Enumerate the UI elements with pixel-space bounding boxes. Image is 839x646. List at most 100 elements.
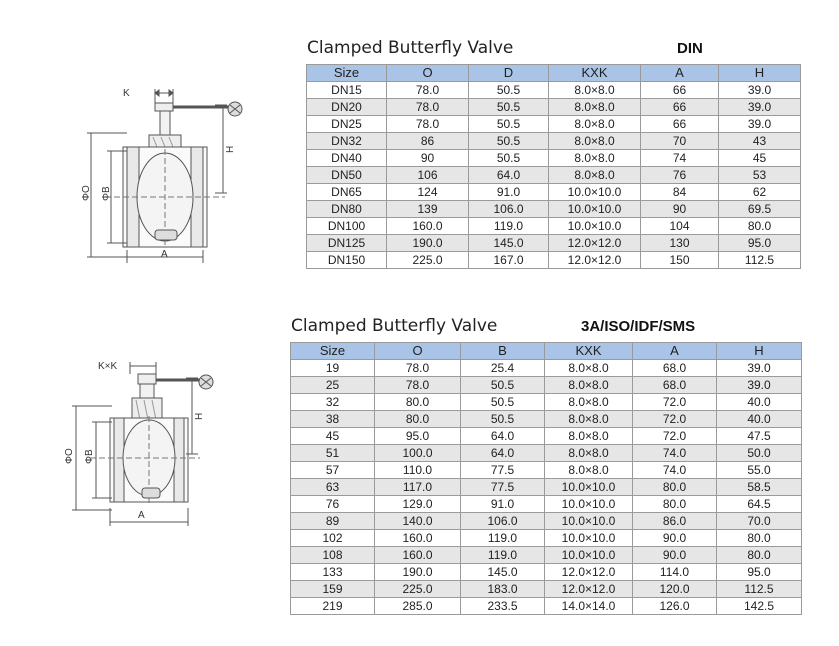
table-cell: 8.0×8.0 (548, 166, 641, 184)
table-cell: 80.0 (718, 217, 801, 235)
din-dim-phi-b-label: ΦB (101, 186, 112, 201)
table-cell: 70 (640, 132, 719, 150)
table-cell: 108 (290, 546, 375, 564)
table-cell: 50.0 (716, 444, 802, 462)
table-cell: 10.0×10.0 (544, 512, 633, 530)
table-cell: 8.0×8.0 (544, 427, 633, 445)
table-cell: 72.0 (632, 427, 717, 445)
table-cell: 225.0 (386, 251, 469, 269)
sms-valve-drawing: K×K ΦO ΦB H A (64, 361, 214, 526)
table-cell: 142.5 (716, 597, 802, 615)
table-cell: 64.0 (460, 444, 545, 462)
din-valve-drawing: K ΦO ΦB H A (81, 88, 243, 263)
column-header: O (386, 64, 469, 82)
table-cell: 58.5 (716, 478, 802, 496)
sms-dim-a-label: A (138, 510, 145, 521)
table-cell: 57 (290, 461, 375, 479)
column-header: O (374, 342, 461, 360)
sms-title: Clamped Butterfly Valve (291, 316, 498, 336)
table-cell: 64.0 (468, 166, 549, 184)
table-cell: 145.0 (460, 563, 545, 581)
column-header: H (718, 64, 801, 82)
table-cell: 12.0×12.0 (548, 251, 641, 269)
table-cell: 50.5 (468, 98, 549, 116)
table-cell: 80.0 (374, 393, 461, 411)
table-cell: 8.0×8.0 (548, 132, 641, 150)
table-cell: 10.0×10.0 (544, 495, 633, 513)
table-cell: 66 (640, 115, 719, 133)
table-cell: 74.0 (632, 444, 717, 462)
column-header: B (460, 342, 545, 360)
table-cell: 90.0 (632, 546, 717, 564)
table-cell: 78.0 (386, 98, 469, 116)
table-cell: 90 (386, 149, 469, 167)
table-cell: 86.0 (632, 512, 717, 530)
table-cell: 140.0 (374, 512, 461, 530)
table-cell: 55.0 (716, 461, 802, 479)
sms-dim-kxk-label: K×K (98, 361, 118, 372)
table-cell: 10.0×10.0 (544, 478, 633, 496)
table-cell: 74.0 (632, 461, 717, 479)
column-header: H (716, 342, 802, 360)
table-cell: 39.0 (718, 98, 801, 116)
table-cell: 190.0 (374, 563, 461, 581)
table-cell: 80.0 (716, 529, 802, 547)
table-cell: 76 (290, 495, 375, 513)
table-cell: 8.0×8.0 (548, 115, 641, 133)
table-cell: 102 (290, 529, 375, 547)
table-cell: 50.5 (468, 115, 549, 133)
table-cell: 8.0×8.0 (544, 393, 633, 411)
table-cell: 8.0×8.0 (544, 444, 633, 462)
table-cell: 133 (290, 563, 375, 581)
table-cell: 51 (290, 444, 375, 462)
table-cell: 12.0×12.0 (544, 563, 633, 581)
table-cell: 114.0 (632, 563, 717, 581)
column-header: KXK (548, 64, 641, 82)
sms-dim-phi-b-label: ΦB (84, 449, 95, 464)
table-cell: 45 (290, 427, 375, 445)
table-cell: 145.0 (468, 234, 549, 252)
table-cell: 167.0 (468, 251, 549, 269)
table-cell: DN65 (306, 183, 387, 201)
table-cell: 126.0 (632, 597, 717, 615)
table-cell: 66 (640, 98, 719, 116)
table-cell: 25.4 (460, 359, 545, 377)
table-cell: 78.0 (374, 376, 461, 394)
table-cell: 80.0 (716, 546, 802, 564)
din-dim-phi-o-label: ΦO (81, 185, 92, 201)
table-cell: 8.0×8.0 (548, 149, 641, 167)
table-cell: 50.5 (468, 132, 549, 150)
table-cell: 219 (290, 597, 375, 615)
table-cell: 124 (386, 183, 469, 201)
table-cell: 190.0 (386, 234, 469, 252)
table-cell: 130 (640, 234, 719, 252)
table-cell: 159 (290, 580, 375, 598)
table-cell: DN80 (306, 200, 387, 218)
table-cell: 119.0 (460, 546, 545, 564)
table-cell: 50.5 (468, 149, 549, 167)
column-header: Size (290, 342, 375, 360)
table-cell: 110.0 (374, 461, 461, 479)
table-cell: 50.5 (468, 81, 549, 99)
table-cell: 91.0 (468, 183, 549, 201)
table-cell: 285.0 (374, 597, 461, 615)
table-cell: 53 (718, 166, 801, 184)
table-cell: DN100 (306, 217, 387, 235)
table-cell: 233.5 (460, 597, 545, 615)
table-cell: 89 (290, 512, 375, 530)
